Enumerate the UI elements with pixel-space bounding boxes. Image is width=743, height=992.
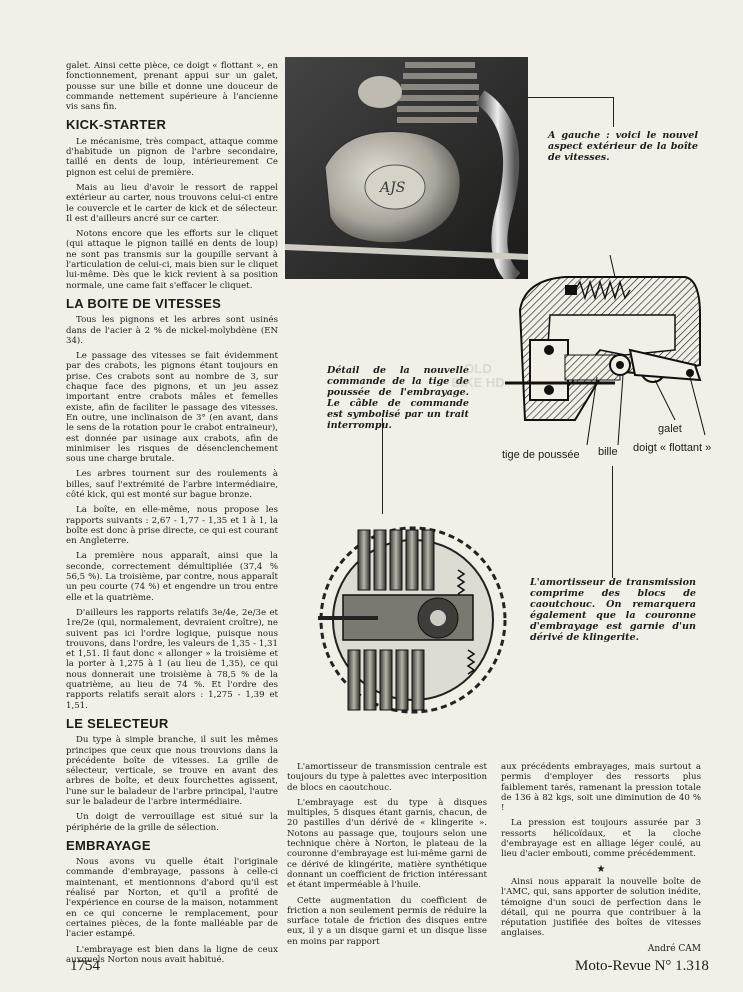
detail-caption: Détail de la nouvelle commande de la tig… bbox=[327, 365, 469, 431]
shock-absorber-caption: L'amortisseur de transmission comprime d… bbox=[530, 577, 696, 643]
gearbox-paragraph-5: La première nous apparaît, ainsi que la … bbox=[66, 551, 278, 603]
clutch-heading: EMBRAYAGE bbox=[66, 837, 151, 853]
photo-caption-connector bbox=[528, 97, 614, 98]
kick-starter-heading: KICK-STARTER bbox=[66, 117, 167, 133]
page-number: 1754 bbox=[70, 958, 100, 974]
kick-paragraph-2: Mais au lieu d'avoir le ressort de rappe… bbox=[66, 182, 278, 224]
watermark: OLD BIKE HD bbox=[451, 361, 505, 390]
section-separator-star: ★ bbox=[596, 863, 606, 875]
right-paragraph-1: aux précédents embrayages, mais surtout … bbox=[501, 762, 701, 814]
clutch-paragraph-2: L'embrayage est bien dans la ligne de ce… bbox=[66, 944, 278, 965]
gearbox-heading: LA BOITE DE VITESSES bbox=[66, 295, 222, 311]
right-column: aux précédents embrayages, mais surtout … bbox=[501, 762, 701, 954]
middle-paragraph-1: L'amortisseur de transmission centrale e… bbox=[287, 762, 487, 793]
label-tige-de-poussee: tige de poussée bbox=[502, 449, 580, 461]
gearbox-paragraph-2: Le passage des vitesses se fait évidemme… bbox=[66, 351, 278, 465]
author-signature: André CAM bbox=[647, 943, 701, 954]
clutch-paragraph-1: Nous avons vu quelle était l'originale c… bbox=[66, 857, 278, 940]
left-column: galet. Ainsi cette pièce, ce doigt « flo… bbox=[66, 61, 278, 970]
clutch-cutaway-illustration bbox=[318, 510, 508, 732]
gearbox-paragraph-6: D'ailleurs les rapports relatifs 3e/4e, … bbox=[66, 607, 278, 711]
right-paragraph-3: Ainsi nous apparait la nouvelle boîte de… bbox=[501, 876, 701, 939]
label-doigt-flottant: doigt « flottant » bbox=[633, 442, 712, 454]
photo-caption-connector-vertical bbox=[613, 97, 614, 127]
pushrod-diagram bbox=[505, 254, 730, 465]
gearbox-paragraph-1: Tous les pignons et les arbres sont usin… bbox=[66, 315, 278, 346]
detail-caption-connector bbox=[382, 418, 383, 514]
label-bille: bille bbox=[598, 446, 618, 458]
gearbox-photo: AJS bbox=[285, 57, 528, 279]
magazine-issue: Moto-Revue N° 1.318 bbox=[575, 958, 709, 974]
middle-paragraph-3: Cette augmentation du coefficient de fri… bbox=[287, 895, 487, 947]
label-galet: galet bbox=[658, 423, 682, 435]
middle-paragraph-2: L'embrayage est du type à disques multip… bbox=[287, 797, 487, 891]
selector-heading: LE SELECTEUR bbox=[66, 715, 169, 731]
middle-column: L'amortisseur de transmission centrale e… bbox=[287, 762, 487, 952]
clutch-caption-connector bbox=[612, 466, 613, 578]
right-paragraph-2: La pression est toujours assurée par 3 r… bbox=[501, 818, 701, 860]
svg-text:AJS: AJS bbox=[378, 180, 405, 196]
kick-paragraph-3: Notons encore que les efforts sur le cli… bbox=[66, 229, 278, 291]
kick-paragraph-1: Le mécanisme, très compact, attaque comm… bbox=[66, 136, 278, 178]
gearbox-paragraph-3: Les arbres tournent sur des roulements à… bbox=[66, 469, 278, 500]
selector-paragraph-2: Un doigt de verrouillage est situé sur l… bbox=[66, 812, 278, 833]
intro-paragraph: galet. Ainsi cette pièce, ce doigt « flo… bbox=[66, 61, 278, 113]
photo-caption: A gauche : voici le nouvel aspect extéri… bbox=[548, 130, 698, 163]
gearbox-paragraph-4: La boîte, en elle-même, nous propose les… bbox=[66, 505, 278, 547]
selector-paragraph-1: Du type à simple branche, il suit les mê… bbox=[66, 735, 278, 807]
